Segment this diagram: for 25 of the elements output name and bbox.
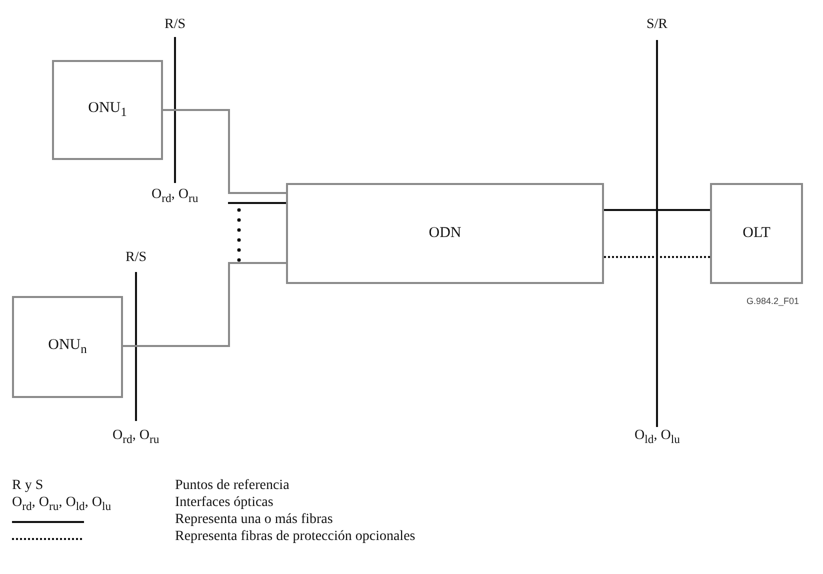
legend-text: Representa fibras de protección opcionales <box>175 529 416 545</box>
legend-text: Representa una o más fibras <box>175 512 333 528</box>
interface-label: O$_{rd}$, O$_{ru}$ <box>152 187 198 205</box>
dotted-fibre-line <box>604 256 710 258</box>
reference-point-label: S/R <box>646 17 668 33</box>
fibre-line <box>163 109 286 194</box>
equipment-box <box>12 296 123 398</box>
node-label: ODN <box>428 225 462 242</box>
node-label: OLT <box>742 225 770 242</box>
interface-label: O$_{rd}$, O$_{ru}$ <box>112 428 160 446</box>
fibre-line <box>604 209 710 211</box>
reference-point-label: R/S <box>164 17 186 33</box>
reference-point-label: R/S <box>126 250 147 266</box>
fibre-line <box>123 262 286 347</box>
equipment-box <box>710 183 803 284</box>
legend-key: O$_{rd}$, O$_{ru}$, O$_{ld}$, O$_{lu}$ <box>12 495 112 513</box>
interface-label: O$_{ld}$, O$_{lu}$ <box>634 428 680 446</box>
equipment-box <box>286 183 604 284</box>
legend-key: R y S <box>12 478 44 494</box>
node-label: ONU$_{n}$ <box>48 337 87 357</box>
equipment-box <box>52 60 163 160</box>
figure-id: G.984.2_F01 <box>746 296 800 306</box>
node-label: ONU$_{1}$ <box>88 100 127 120</box>
legend-text: Puntos de referencia <box>175 478 290 494</box>
legend-text: Interfaces ópticas <box>175 495 274 511</box>
